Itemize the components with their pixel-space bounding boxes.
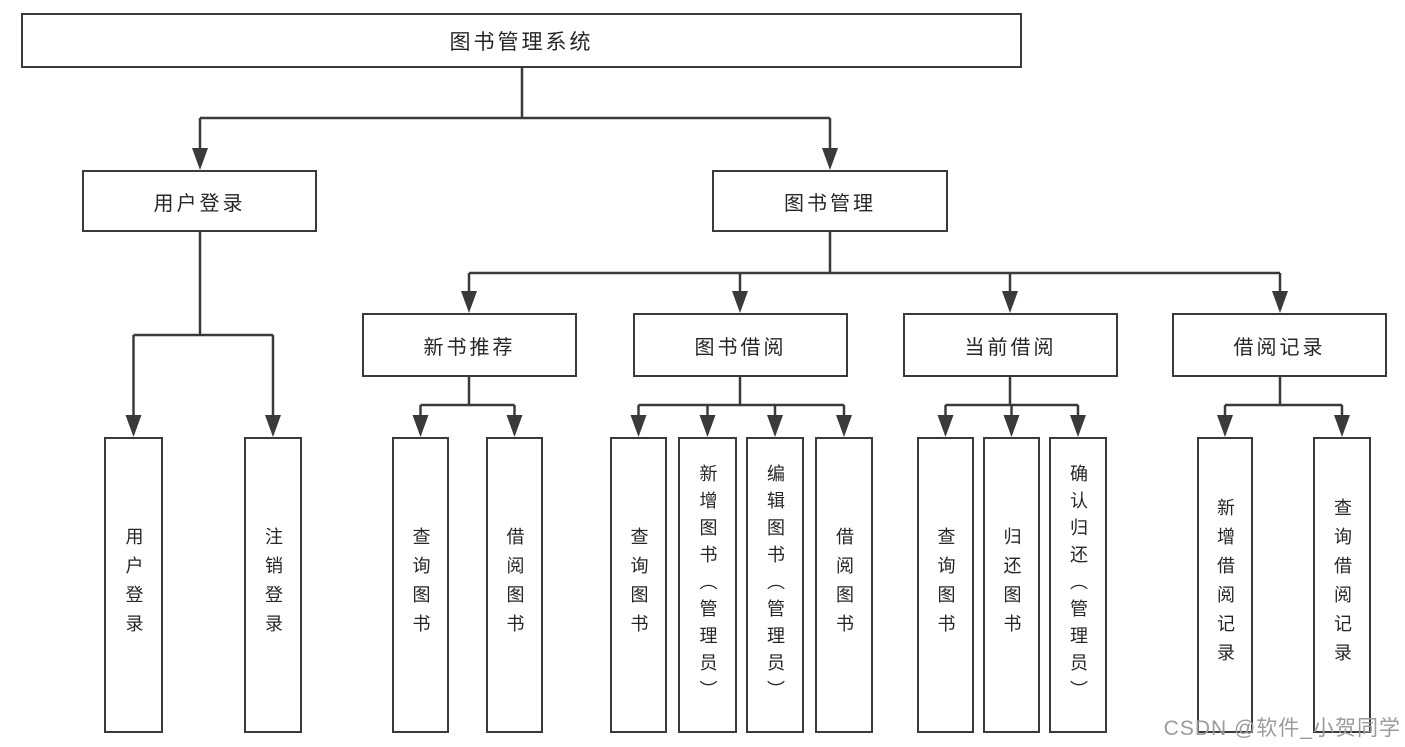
node-leaf-user-login: 用户登录 xyxy=(104,437,163,733)
node-new-book-recommend: 新书推荐 xyxy=(362,313,577,377)
node-leaf-add-books-admin: 新增图书（管理员） xyxy=(678,437,737,733)
node-user-login: 用户登录 xyxy=(82,170,317,232)
node-leaf-edit-books-admin: 编辑图书（管理员） xyxy=(746,437,804,733)
node-leaf-confirm-return-admin: 确认归还（管理员） xyxy=(1049,437,1107,733)
connector-lines xyxy=(132,68,1344,433)
node-leaf-borrow-books-recommend: 借阅图书 xyxy=(486,437,543,733)
csdn-watermark: CSDN @软件_小贺同学 xyxy=(1163,717,1401,740)
node-current-borrow: 当前借阅 xyxy=(903,313,1118,377)
node-book-borrow: 图书借阅 xyxy=(633,313,848,377)
node-leaf-query-borrow-record: 查询借阅记录 xyxy=(1313,437,1371,733)
node-leaf-add-borrow-record: 新增借阅记录 xyxy=(1197,437,1253,733)
node-leaf-query-books-current: 查询图书 xyxy=(917,437,974,733)
node-book-management: 图书管理 xyxy=(712,170,948,232)
node-leaf-query-books-recommend: 查询图书 xyxy=(392,437,449,733)
node-leaf-logout: 注销登录 xyxy=(244,437,302,733)
node-leaf-return-books: 归还图书 xyxy=(983,437,1040,733)
node-leaf-query-books-borrow: 查询图书 xyxy=(610,437,667,733)
node-leaf-borrow-books: 借阅图书 xyxy=(815,437,873,733)
node-borrow-record: 借阅记录 xyxy=(1172,313,1387,377)
arrowhead-icon xyxy=(125,148,1350,437)
node-root-system: 图书管理系统 xyxy=(21,13,1022,68)
